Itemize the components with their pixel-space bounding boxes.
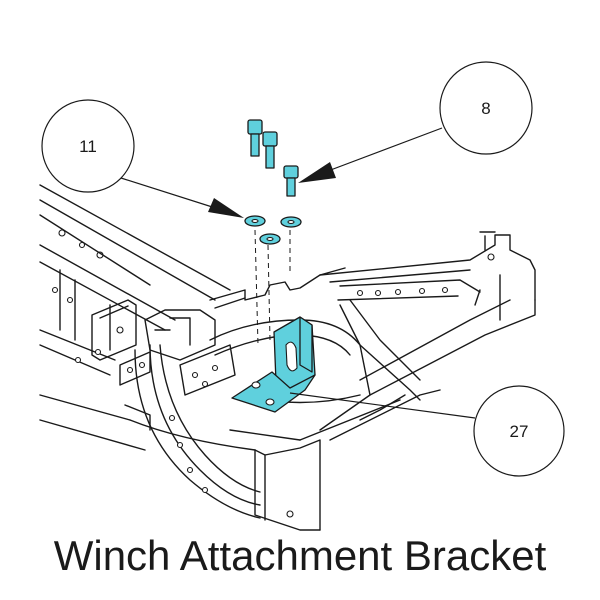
winch-bracket [231,316,316,413]
vehicle-frame [39,184,536,531]
callout-11: 11 [41,99,244,218]
callout-label-27: 27 [510,422,529,441]
callout-label-11: 11 [79,137,97,156]
callout-8: 8 [298,61,533,183]
assembly-guide-lines [254,229,291,346]
washer-set [244,215,302,245]
callout-label-8: 8 [481,99,490,118]
diagram-caption: Winch Attachment Bracket [53,532,547,579]
bolt-set [247,119,299,197]
callout-27: 27 [289,385,565,477]
